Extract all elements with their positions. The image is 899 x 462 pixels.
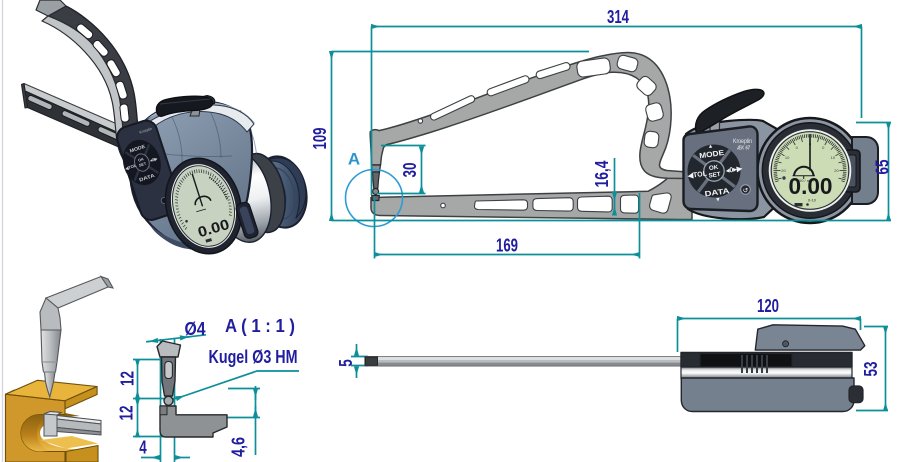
svg-text:MODE: MODE — [699, 148, 725, 160]
svg-text:00 / mm: 00 / mm — [799, 178, 814, 183]
svg-text:4: 4 — [139, 438, 147, 458]
svg-text:5: 5 — [336, 359, 356, 367]
svg-text:53: 53 — [861, 362, 881, 377]
svg-text:OK: OK — [138, 157, 145, 163]
svg-text:◀TOL: ◀TOL — [686, 170, 708, 180]
svg-text:A ( 1 : 1 ): A ( 1 : 1 ) — [225, 316, 295, 336]
svg-text:▼: ▼ — [715, 197, 721, 204]
svg-text:12: 12 — [118, 371, 138, 386]
svg-text:0.00: 0.00 — [789, 173, 833, 199]
svg-text:◀TOL: ◀TOL — [124, 163, 138, 172]
svg-text:12: 12 — [117, 406, 137, 421]
svg-text:SET: SET — [708, 171, 721, 180]
svg-text:16,4: 16,4 — [592, 161, 612, 188]
svg-text:OK: OK — [708, 164, 719, 172]
svg-text:◂0▶: ◂0▶ — [148, 156, 159, 164]
svg-text:109: 109 — [310, 128, 330, 150]
svg-text:Kroeplin: Kroeplin — [733, 139, 752, 145]
svg-text:314: 314 — [607, 7, 629, 27]
svg-text:120: 120 — [757, 296, 779, 316]
svg-text:DATA: DATA — [138, 173, 156, 184]
svg-text:◂0▸▶: ◂0▸▶ — [725, 166, 744, 175]
svg-text:0: 0 — [796, 145, 799, 150]
svg-text:169: 169 — [496, 236, 518, 256]
svg-text:↺: ↺ — [743, 188, 749, 195]
svg-text:10: 10 — [785, 155, 790, 160]
svg-text:DATA: DATA — [704, 186, 731, 198]
svg-text:SET: SET — [138, 161, 147, 167]
svg-text:ÆK 67: ÆK 67 — [736, 146, 750, 152]
svg-text:Kugel Ø3 HM: Kugel Ø3 HM — [209, 347, 298, 367]
svg-text:Kroeplin: Kroeplin — [139, 126, 153, 135]
svg-text:MODE: MODE — [129, 144, 147, 155]
svg-text:4,6: 4,6 — [229, 437, 249, 457]
svg-text:A: A — [348, 150, 360, 169]
svg-text:30: 30 — [400, 163, 420, 178]
svg-text:10: 10 — [831, 155, 836, 160]
svg-text:20: 20 — [834, 168, 839, 173]
svg-text:0: 0 — [822, 145, 825, 150]
svg-text:20: 20 — [781, 168, 786, 173]
svg-text:Ø4: Ø4 — [185, 319, 206, 339]
svg-text:0-10: 0-10 — [808, 198, 817, 203]
svg-text:65: 65 — [873, 160, 893, 175]
svg-text:▲: ▲ — [707, 143, 713, 150]
